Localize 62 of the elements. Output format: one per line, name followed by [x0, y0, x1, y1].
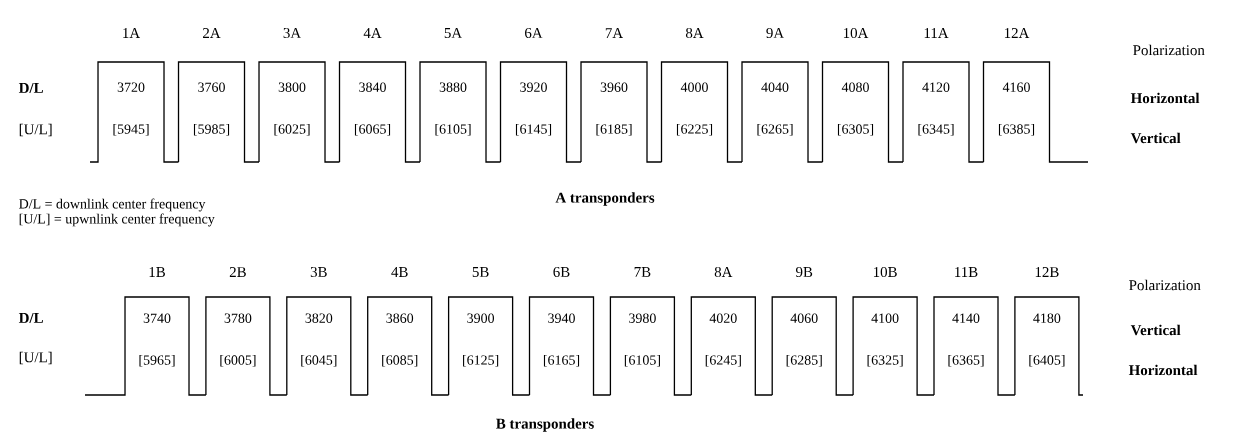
row-label: [U/L] — [19, 123, 52, 137]
channel-label: 2A — [203, 28, 221, 38]
channel-label: 2B — [229, 267, 246, 277]
channel-label: 7A — [605, 28, 623, 38]
transponder-pulse: 4080 [6305] — [821, 61, 904, 163]
row-label: Polarization — [1129, 279, 1201, 291]
transponder-pulse: 4000 [6225] — [660, 61, 743, 163]
row-label: Horizontal — [1128, 364, 1198, 376]
transponder-pulse: 4060 [6285] — [771, 296, 854, 396]
channel-label: 3A — [283, 27, 301, 38]
transponder-pulse: 3880 [6105] — [419, 61, 502, 163]
row-label: D/L — [18, 313, 43, 323]
channel-label: 1A — [123, 28, 140, 38]
channel-label: 11B — [955, 267, 978, 277]
transponder-pulse: 4160 [6385] — [982, 61, 1089, 163]
channel-label: 12B — [1035, 267, 1059, 277]
transponder-pulse: 4020 [6245] — [690, 296, 773, 396]
row-label: Vertical — [1130, 132, 1181, 144]
channel-label: 12A — [1004, 28, 1030, 38]
channel-label: 10A — [843, 27, 869, 39]
channel-label: 6A — [525, 27, 543, 38]
section-title: A transponders — [555, 192, 655, 206]
transponder-pulse: 4100 [6325] — [852, 296, 935, 396]
transponder-pulse: 3900 [6125] — [447, 296, 531, 396]
channel-label: 5A — [444, 28, 462, 38]
channel-label: 7B — [634, 267, 651, 277]
note: D/L = downlink center frequency — [19, 198, 206, 212]
transponder-pulse: 4180 [6405] — [1014, 296, 1084, 396]
channel-label: 3B — [310, 266, 327, 277]
transponder-pulse: 3920 [6145] — [499, 61, 582, 163]
transponder-pulse: 3780 [6005] — [205, 296, 288, 396]
transponder-pulse: 3960 [6185] — [580, 61, 663, 163]
channel-label: 4A — [363, 28, 382, 38]
channel-label: 8A — [685, 27, 704, 39]
channel-label: 10B — [873, 266, 897, 277]
transponder-pulse: 4140 [6365] — [933, 296, 1016, 396]
transponder-pulse: 3740 [5965] — [84, 296, 207, 396]
channel-label: 9B — [795, 266, 813, 277]
row-label: Polarization — [1133, 44, 1205, 56]
row-label: [U/L] — [19, 351, 52, 365]
transponder-pulse: 3940 [6165] — [528, 296, 612, 396]
channel-label: 11A — [924, 28, 949, 38]
channel-label: 8A — [714, 266, 733, 277]
transponder-pulse: 3800 [6025] — [258, 61, 341, 163]
row-label: Vertical — [1130, 324, 1181, 336]
channel-label: 4B — [391, 267, 408, 277]
transponder-pulse: 3720 [5945] — [89, 61, 180, 163]
channel-label: 9A — [766, 27, 784, 38]
transponder-pulse: 3840 [6065] — [338, 61, 421, 163]
transponder-pulse: 3980 [6105] — [609, 296, 692, 396]
transponder-pulse: 4040 [6265] — [741, 61, 824, 163]
channel-label: 1B — [149, 267, 165, 277]
row-label: Horizontal — [1130, 92, 1200, 104]
row-label: D/L — [18, 83, 43, 93]
section-title: B transponders — [496, 418, 594, 432]
transponder-pulse: 3820 [6045] — [286, 296, 369, 396]
transponder-pulse: 3860 [6085] — [367, 296, 450, 396]
channel-label: 6B — [553, 266, 570, 277]
channel-label: 5B — [472, 267, 489, 277]
transponder-pulse: 4120 [6345] — [902, 61, 985, 163]
transponder-pulse: 3760 [5985] — [177, 61, 260, 163]
note: [U/L] = upwnlink center frequency — [19, 213, 215, 227]
